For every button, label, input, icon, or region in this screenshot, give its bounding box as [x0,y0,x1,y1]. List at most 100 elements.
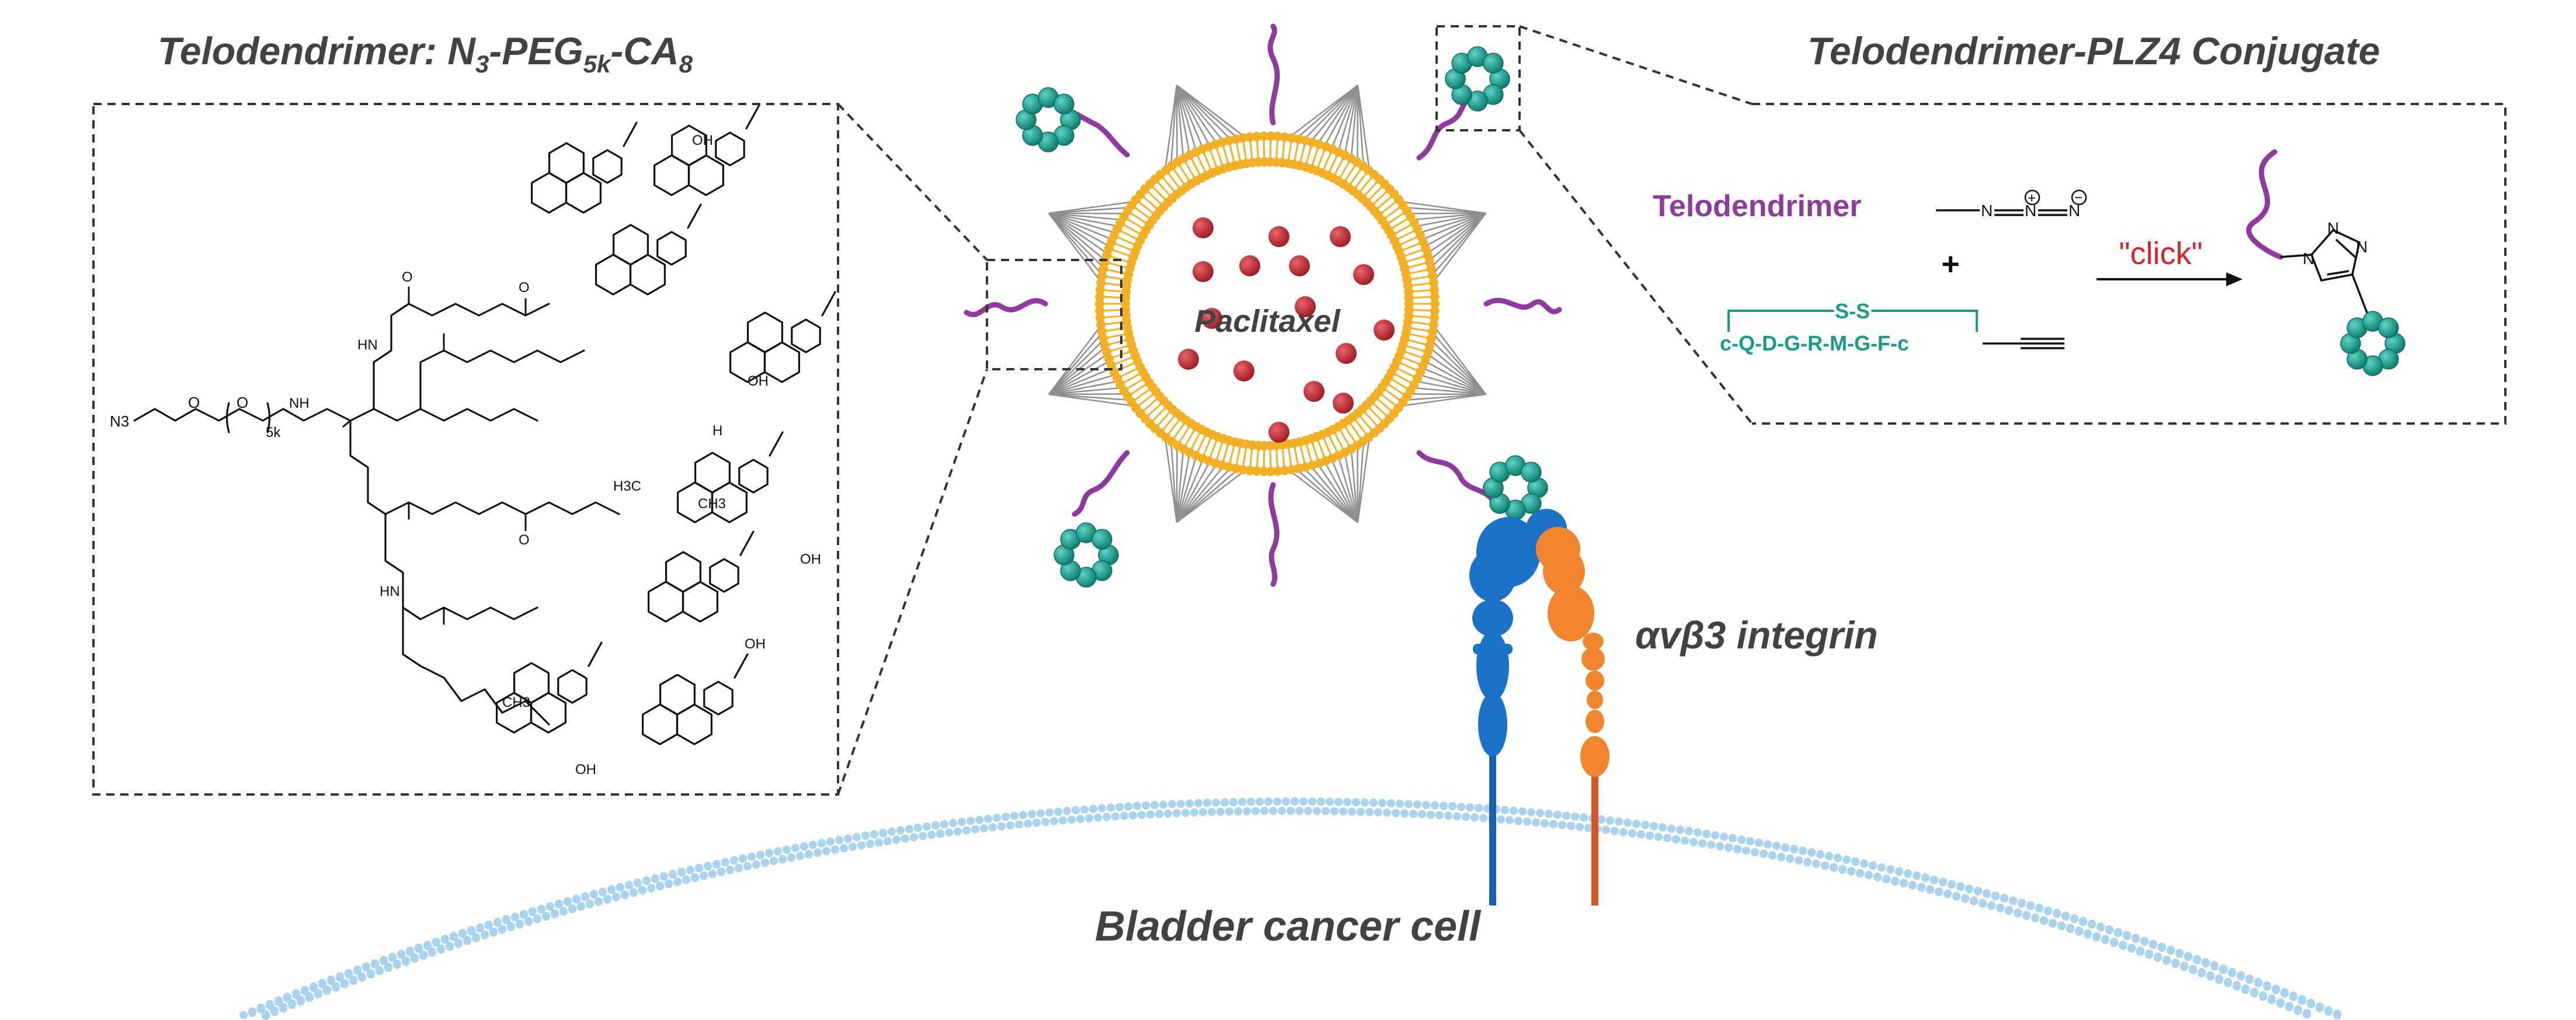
lipid-head [1041,817,1049,826]
lipid-head [2189,965,2197,973]
lipid-head [1869,861,1877,870]
lipid-head [612,892,620,901]
lipid-head [805,850,813,859]
integrin-label: αvβ3 integrin [1635,613,1878,657]
lipid-head [1295,807,1303,816]
micelle-zoom-box [986,259,1122,370]
lipid-head [625,880,633,889]
corona-strut [1048,212,1120,227]
corona-strut [1431,213,1487,277]
lipid-head [388,953,397,962]
lipid-head [314,988,322,997]
lipid-head [1812,859,1820,868]
lipid-head [2088,920,2096,928]
lipid-head [853,832,861,841]
lipid-head [603,894,611,903]
lipid-head [340,979,349,987]
peg-chain [1072,450,1130,517]
surfactant-head [1252,131,1261,141]
lipid-head [1790,845,1798,854]
lipid-head [1632,820,1640,828]
steroid-ring [703,681,733,716]
corona-strut [1048,338,1106,395]
lipid-head [1299,797,1308,806]
lipid-head [1431,801,1439,810]
lipid-head [1400,809,1409,818]
lipid-head [1772,841,1781,850]
plus-sign: + [1941,247,1960,282]
lipid-head [2079,917,2087,925]
steroid-ring [557,669,587,704]
lipid-head [857,841,865,849]
lipid-head [866,839,874,848]
lipid-head [292,989,300,998]
corona-strut [1048,393,1136,407]
lipid-head [1120,811,1128,820]
corona-strut [1048,200,1136,214]
lipid-head [1961,894,1969,903]
svg-text:N: N [2327,219,2339,237]
ligand-bead [2378,317,2399,338]
lipid-head [599,887,607,896]
lipid-head [2062,911,2070,920]
lipid-head [274,996,283,1005]
lipid-head [1580,813,1588,822]
lipid-head [2237,971,2245,980]
corona-strut [1048,360,1111,395]
lipid-head [1076,814,1084,823]
lipid-head [2184,952,2192,960]
lipid-head [393,959,401,968]
lipid-head [1392,809,1400,817]
lipid-head [1878,863,1886,872]
lipid-head [1930,875,1938,884]
amide-hn-1: HN [357,337,378,353]
lipid-head [1339,807,1347,816]
hydroxyl-bond [821,291,836,317]
triazole-product: N N N [2246,149,2369,316]
drug-particle [1268,422,1289,443]
lipid-head [980,824,988,832]
corona-strut [1176,85,1191,157]
corona-strut [1176,84,1247,140]
lipid-head [1974,886,1982,895]
corona-strut [1176,85,1184,160]
lipid-head [1541,819,1549,828]
lipid-head [1378,799,1386,807]
lipid-head [2198,968,2206,977]
lipid-head [1273,797,1281,806]
surfactant-head [1266,466,1276,476]
corona-strut [1176,85,1211,148]
lipid-head [1676,825,1684,834]
surfactant-head [1096,320,1106,329]
lipid-head [559,907,568,915]
lipid-head [940,820,948,828]
lipid-head [2206,971,2215,980]
lipid-head [1383,809,1391,817]
steroid-ring [791,318,821,353]
lipid-head [936,829,944,838]
corona-strut [1048,206,1132,214]
lipid-head [498,925,506,934]
drug-particle [1239,255,1260,276]
lipid-head [1755,838,1763,847]
lipid-head [1737,835,1746,844]
corona-strut [1403,206,1486,214]
lipid-head [301,986,309,994]
lipid-head [2018,898,2026,907]
lipid-head [1860,859,1868,868]
lipid-head [270,1006,279,1015]
lipid-head [1177,799,1185,808]
lipid-head [1164,809,1172,818]
lipid-head [305,992,314,1001]
lipid-head [415,943,423,952]
lipid-head [423,941,432,949]
lipid-head [1050,817,1058,825]
lipid-head [1396,799,1404,808]
lipid-head [1979,898,1987,907]
lipid-head [2044,906,2052,915]
lipid-head [1357,807,1365,816]
lipid-head [1921,873,1930,882]
steroid-ring [592,149,623,184]
lipid-head [2092,932,2101,941]
surfactant-head [1095,292,1105,301]
